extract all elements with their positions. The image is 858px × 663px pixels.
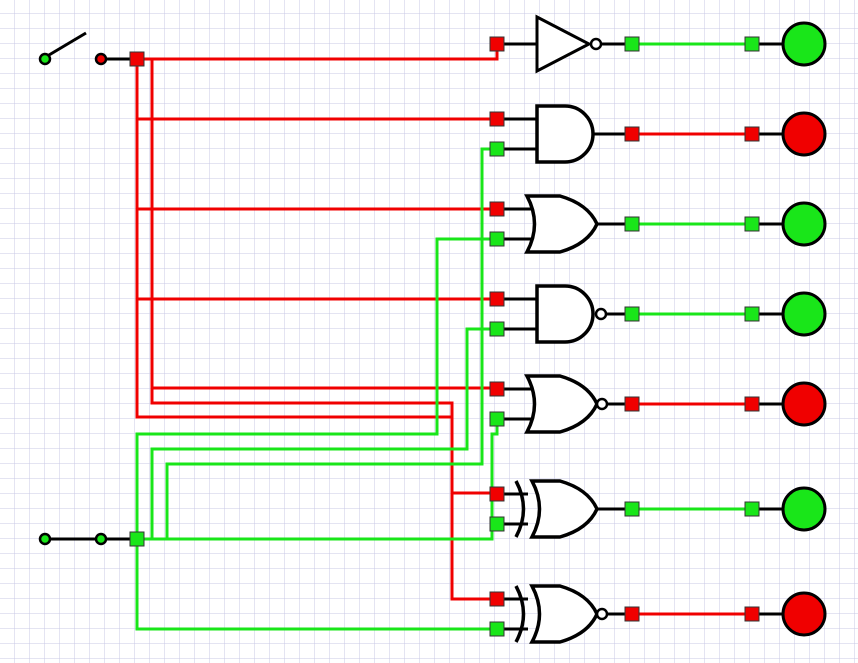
- xnor-gate-inversion-bubble: [595, 607, 609, 621]
- nor-gate-body: [524, 374, 599, 434]
- switch-b-output-pin[interactable]: [129, 531, 145, 547]
- nor-gate[interactable]: [524, 374, 609, 434]
- lamp-7-input-pin[interactable]: [744, 606, 760, 622]
- lamp-6: [781, 486, 827, 532]
- lamp-4: [781, 291, 827, 337]
- or-gate-body: [524, 194, 599, 254]
- or-gate-output-pin[interactable]: [624, 216, 640, 232]
- and-gate-input-pin-1[interactable]: [489, 111, 505, 127]
- wire-b-to-nand[interactable]: [137, 327, 497, 541]
- lamp-4-input-pin[interactable]: [744, 306, 760, 322]
- switch-a-lever[interactable]: [48, 31, 87, 57]
- switch-a-right-terminal[interactable]: [94, 52, 108, 66]
- xnor-gate-output-pin[interactable]: [624, 606, 640, 622]
- not-gate-inversion-bubble: [589, 37, 603, 51]
- lamp-1-input-pin[interactable]: [744, 36, 760, 52]
- lamp-1: [781, 21, 827, 67]
- xor-gate-output-pin[interactable]: [624, 501, 640, 517]
- wires-layer: [135, 42, 752, 631]
- nand-gate-body: [535, 284, 595, 344]
- lamp-5-input-pin[interactable]: [744, 396, 760, 412]
- nand-gate-input-pin-2[interactable]: [489, 321, 505, 337]
- nor-gate-input-pin-2[interactable]: [489, 411, 505, 427]
- lamp-7: [781, 591, 827, 637]
- switch-b-left-terminal[interactable]: [38, 532, 52, 546]
- pins-layer: [38, 36, 760, 637]
- nand-gate-output-pin[interactable]: [624, 306, 640, 322]
- nor-gate-inversion-bubble: [595, 397, 609, 411]
- xnor-gate[interactable]: [514, 584, 609, 644]
- and-gate-body: [535, 104, 595, 164]
- lamp-3: [781, 201, 827, 247]
- xnor-gate-input-pin-2[interactable]: [489, 621, 505, 637]
- switch-b-right-terminal[interactable]: [94, 532, 108, 546]
- lamp-2-input-pin[interactable]: [744, 126, 760, 142]
- xnor-gate-body: [529, 584, 599, 644]
- switch-a-left-terminal[interactable]: [38, 52, 52, 66]
- and-gate-input-pin-2[interactable]: [489, 141, 505, 157]
- xor-gate-exclusive-arc: [514, 480, 526, 538]
- wire-a-to-xnor[interactable]: [150, 388, 497, 601]
- lamp-2: [781, 111, 827, 157]
- xor-gate-body: [529, 479, 599, 539]
- nand-gate-input-pin-1[interactable]: [489, 291, 505, 307]
- and-gate-output-pin[interactable]: [624, 126, 640, 142]
- xnor-gate-input-pin-1[interactable]: [489, 591, 505, 607]
- lamp-3-input-pin[interactable]: [744, 216, 760, 232]
- xor-gate-input-pin-2[interactable]: [489, 516, 505, 532]
- or-gate-input-pin-2[interactable]: [489, 231, 505, 247]
- nand-gate[interactable]: [535, 284, 608, 344]
- lamp-6-input-pin[interactable]: [744, 501, 760, 517]
- nand-gate-inversion-bubble: [594, 307, 608, 321]
- switch-a-output-pin[interactable]: [129, 51, 145, 67]
- nor-gate-input-pin-1[interactable]: [489, 381, 505, 397]
- xor-gate[interactable]: [514, 479, 599, 539]
- wire-b-to-xnor[interactable]: [135, 539, 497, 631]
- or-gate-input-pin-1[interactable]: [489, 201, 505, 217]
- not-gate-input-pin-1[interactable]: [489, 36, 505, 52]
- nor-gate-output-pin[interactable]: [624, 396, 640, 412]
- lamp-5: [781, 381, 827, 427]
- components-layer: [48, 14, 827, 644]
- or-gate[interactable]: [524, 194, 599, 254]
- and-gate[interactable]: [535, 104, 595, 164]
- wire-b-to-or[interactable]: [135, 237, 497, 539]
- xnor-gate-exclusive-arc: [514, 585, 526, 643]
- not-gate-output-pin[interactable]: [624, 36, 640, 52]
- wire-b-to-and[interactable]: [152, 147, 497, 541]
- xor-gate-input-pin-1[interactable]: [489, 486, 505, 502]
